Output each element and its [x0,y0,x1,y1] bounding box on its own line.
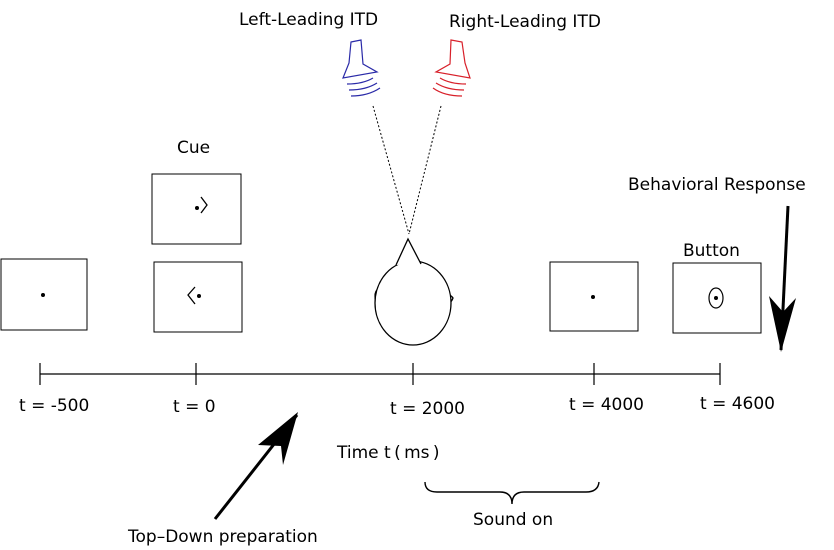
left-sound-path [372,105,410,235]
time-axis-label: Time t ( ms ) [337,443,440,463]
tick-label-t2000: t = 2000 [390,399,465,419]
top-down-preparation-label: Top–Down preparation [128,527,318,547]
left-leading-itd-label: Left-Leading ITD [239,10,379,30]
tick-label-t4000: t = 4000 [569,395,644,415]
fixation-screen-t-4000 [549,261,639,332]
right-sound-path [408,105,442,235]
tick-label-t4600: t = 4600 [700,394,775,414]
button-screen [672,262,762,334]
right-leading-itd-label: Right-Leading ITD [449,12,601,32]
tick-label-t-500: t = -500 [19,396,90,416]
right-speaker-icon [432,39,471,97]
behavioral-response-arrowhead [769,296,796,352]
tick-label-t0: t = 0 [173,397,216,417]
button-label: Button [683,241,740,261]
sound-on-brace [424,481,600,505]
cue-screen-right [151,173,242,245]
listener-head-icon [374,237,454,346]
right-chevron-icon [200,196,208,214]
left-speaker-icon [342,39,381,97]
sound-on-label: Sound on [473,510,554,530]
top-down-arrowhead [258,412,298,465]
timeline-axis [39,363,721,385]
cue-label: Cue [177,138,211,158]
cue-screen-left [153,261,243,333]
fixation-screen-t-500 [0,258,88,331]
behavioral-response-label: Behavioral Response [628,175,806,195]
left-chevron-icon [187,286,196,305]
